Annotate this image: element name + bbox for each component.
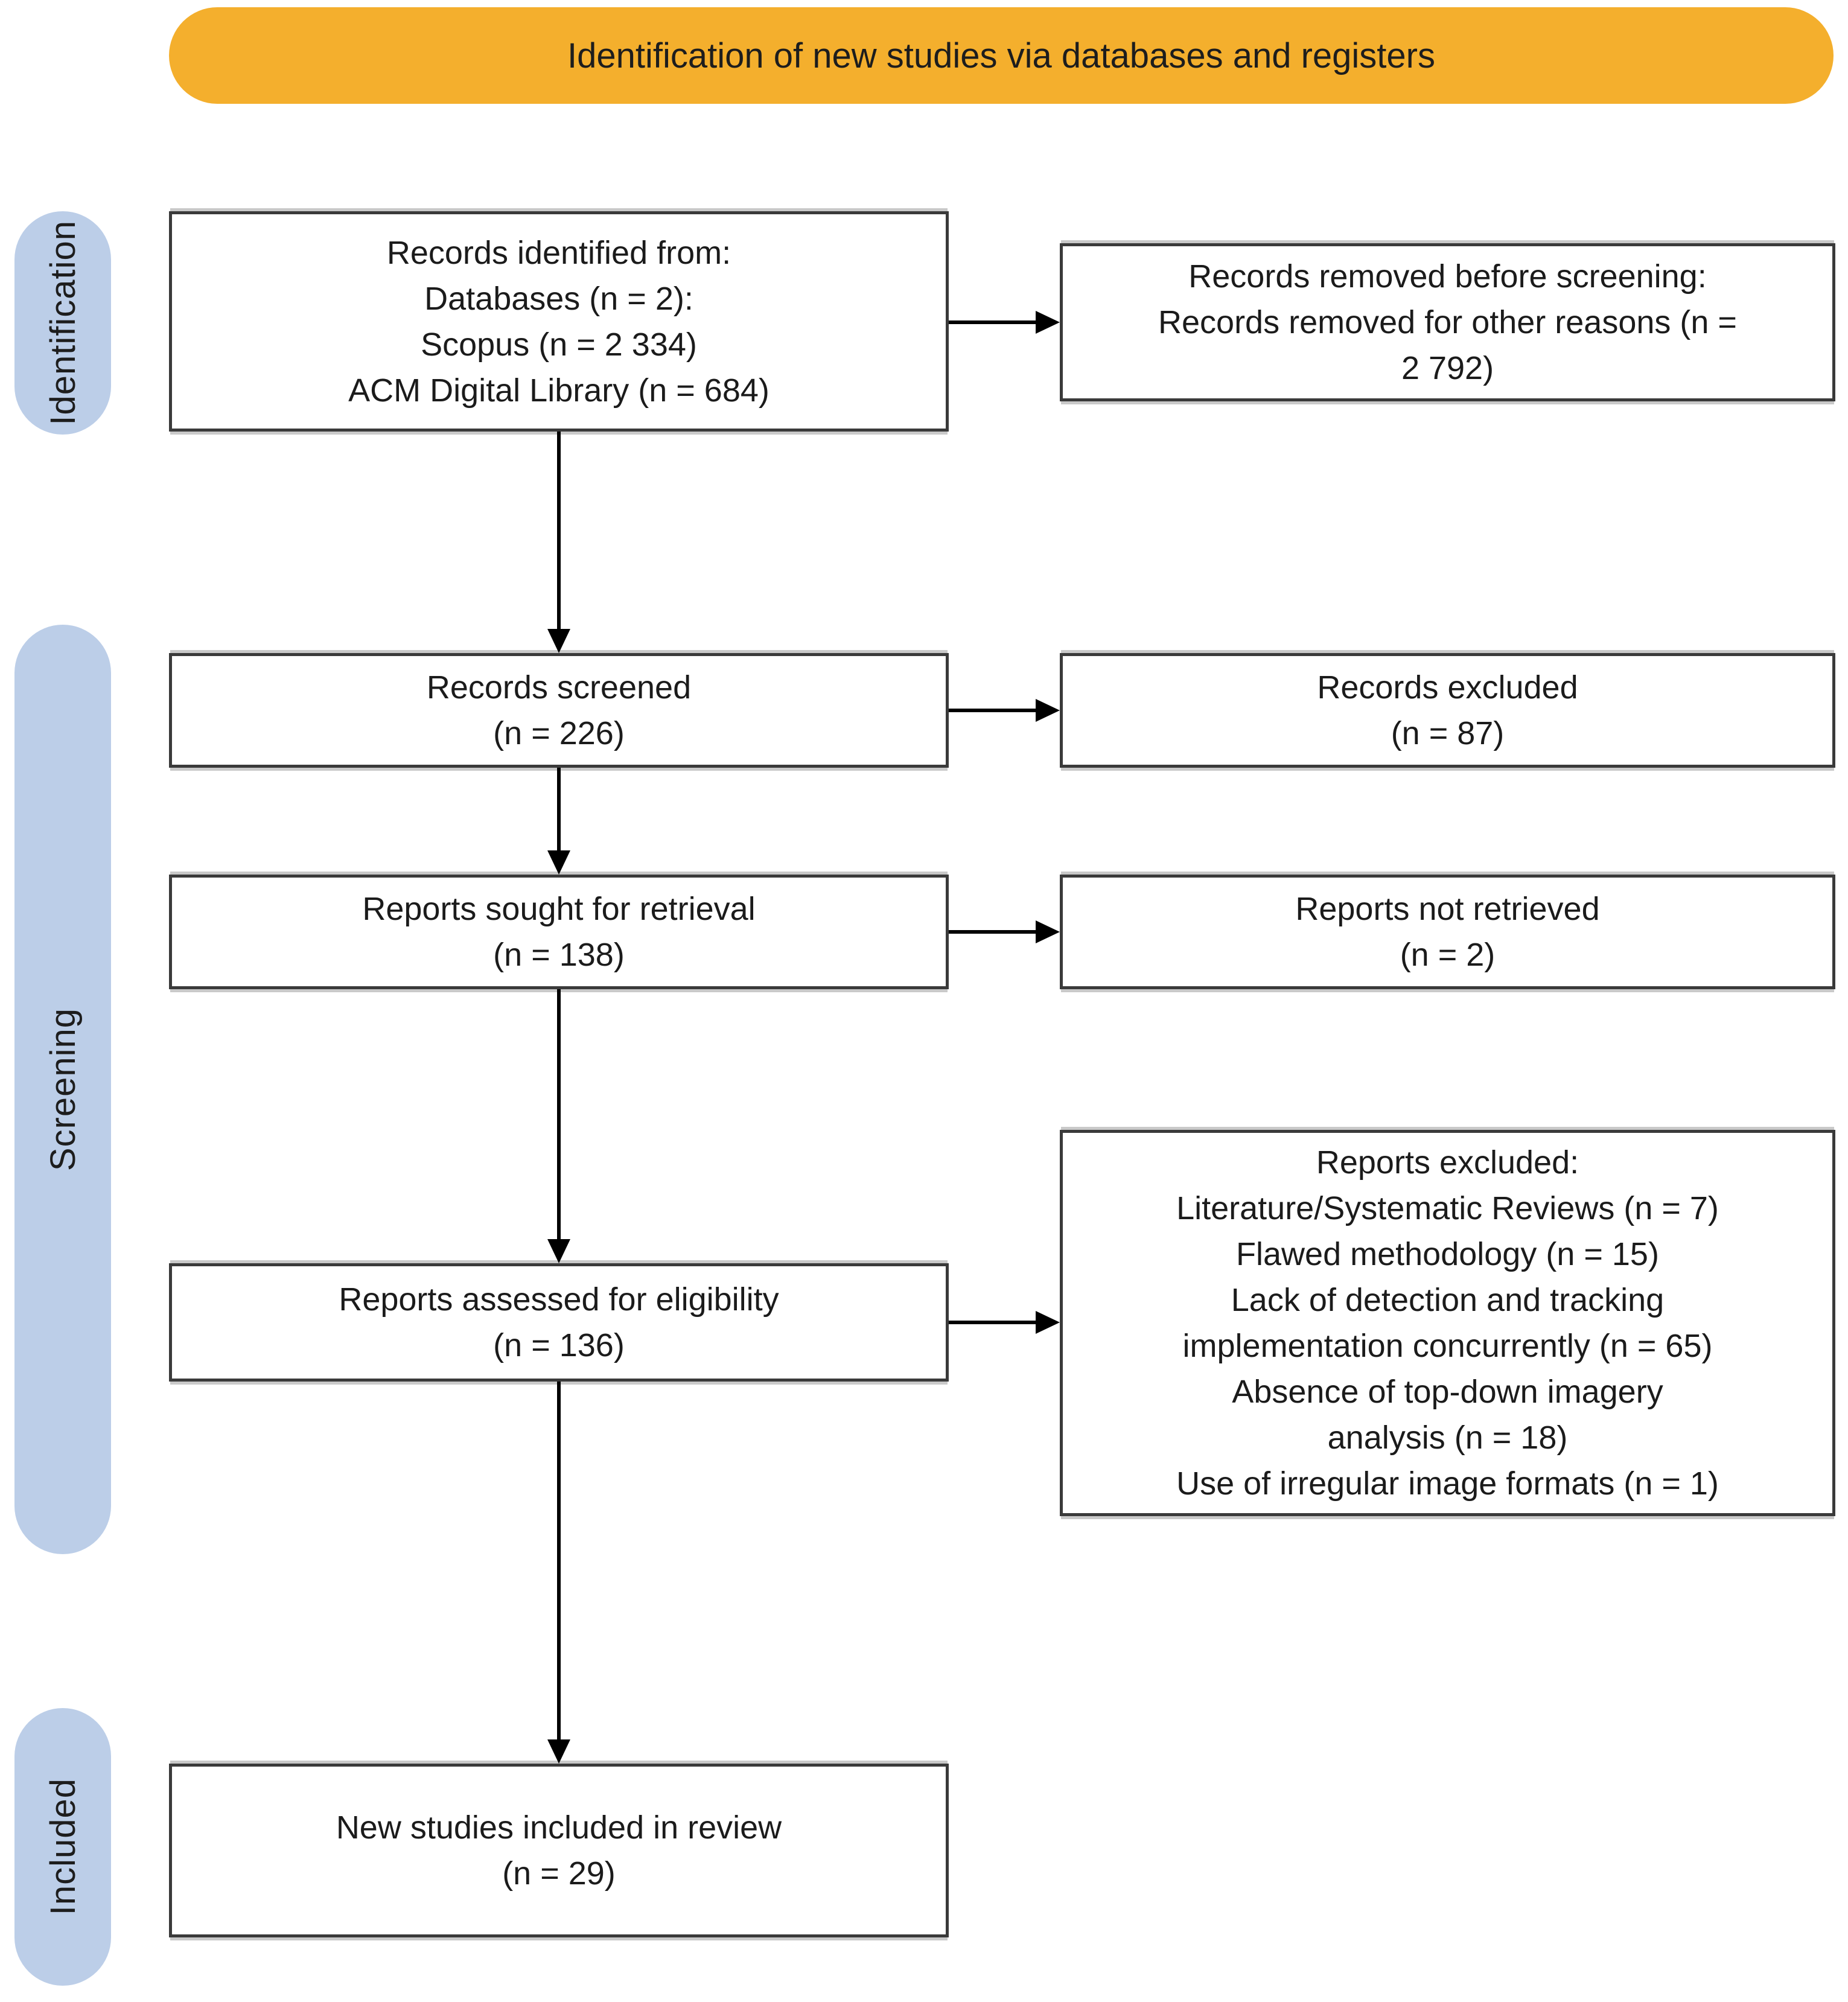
- text-line: (n = 87): [1391, 715, 1505, 751]
- text-line: Reports excluded:: [1316, 1144, 1579, 1181]
- box-new-studies-included-in-review: New studies included in review (n = 29): [169, 1764, 949, 1937]
- box-records-removed-before-screening: Records removed before screening: Records…: [1060, 243, 1835, 401]
- text-line: Use of irregular image formats (n = 1): [1176, 1465, 1719, 1502]
- box-records-screened: Records screened (n = 226): [169, 653, 949, 768]
- stage-pill-identification: Identification: [14, 211, 111, 435]
- text-line: Flawed methodology (n = 15): [1236, 1236, 1659, 1272]
- text-line: (n = 136): [493, 1327, 625, 1363]
- arrow-identified-to-removed: [949, 320, 1037, 324]
- box-records-identified: Records identified from: Databases (n = 2…: [169, 211, 949, 432]
- arrow-screened-to-sought: [557, 768, 561, 852]
- text-line: (n = 2): [1400, 937, 1496, 973]
- text-line: Literature/Systematic Reviews (n = 7): [1176, 1190, 1719, 1226]
- box-records-excluded: Records excluded (n = 87): [1060, 653, 1835, 768]
- box-reports-excluded-reasons: Reports excluded: Literature/Systematic R…: [1060, 1130, 1835, 1516]
- arrow-identified-to-screened: [557, 432, 561, 630]
- box-reports-assessed-for-eligibility: Reports assessed for eligibility (n = 136…: [169, 1263, 949, 1382]
- text-line: Reports not retrieved: [1295, 891, 1600, 927]
- stage-label-screening: Screening: [43, 1007, 83, 1172]
- stage-pill-screening: Screening: [14, 625, 111, 1554]
- box-reports-not-retrieved: Reports not retrieved (n = 2): [1060, 875, 1835, 989]
- text-line: (n = 29): [502, 1855, 616, 1892]
- arrow-sought-to-not-retrieved: [949, 930, 1037, 934]
- text-line: Databases (n = 2):: [424, 280, 693, 317]
- text-line: Scopus (n = 2 334): [421, 326, 697, 363]
- arrow-eligibility-to-reports-excluded: [949, 1321, 1037, 1324]
- text-line: implementation concurrently (n = 65): [1182, 1328, 1713, 1364]
- text-line: Records removed before screening:: [1188, 258, 1707, 295]
- text-line: (n = 138): [493, 937, 625, 973]
- stage-pill-included: Included: [14, 1708, 111, 1986]
- text-line: 2 792): [1401, 350, 1494, 386]
- text-line: Records identified from:: [386, 234, 731, 271]
- arrow-screened-to-excluded: [949, 709, 1037, 712]
- arrow-sought-to-eligibility: [557, 989, 561, 1240]
- text-line: Records screened: [426, 669, 692, 706]
- arrow-eligibility-to-included: [557, 1382, 561, 1741]
- text-line: analysis (n = 18): [1327, 1420, 1568, 1456]
- text-line: Records excluded: [1317, 669, 1578, 706]
- text-line: Reports sought for retrieval: [362, 891, 756, 927]
- text-line: Records removed for other reasons (n =: [1158, 304, 1737, 340]
- stage-label-identification: Identification: [43, 220, 83, 426]
- banner-label: Identification of new studies via databa…: [567, 36, 1435, 75]
- text-line: Lack of detection and tracking: [1231, 1282, 1665, 1318]
- text-line: New studies included in review: [336, 1809, 782, 1846]
- text-line: Reports assessed for eligibility: [339, 1281, 779, 1318]
- box-reports-sought-for-retrieval: Reports sought for retrieval (n = 138): [169, 875, 949, 989]
- text-line: (n = 226): [493, 715, 625, 751]
- banner-identification-of-new-studies: Identification of new studies via databa…: [169, 7, 1834, 104]
- stage-label-included: Included: [43, 1778, 83, 1916]
- text-line: ACM Digital Library (n = 684): [348, 372, 769, 409]
- text-line: Absence of top-down imagery: [1232, 1374, 1663, 1410]
